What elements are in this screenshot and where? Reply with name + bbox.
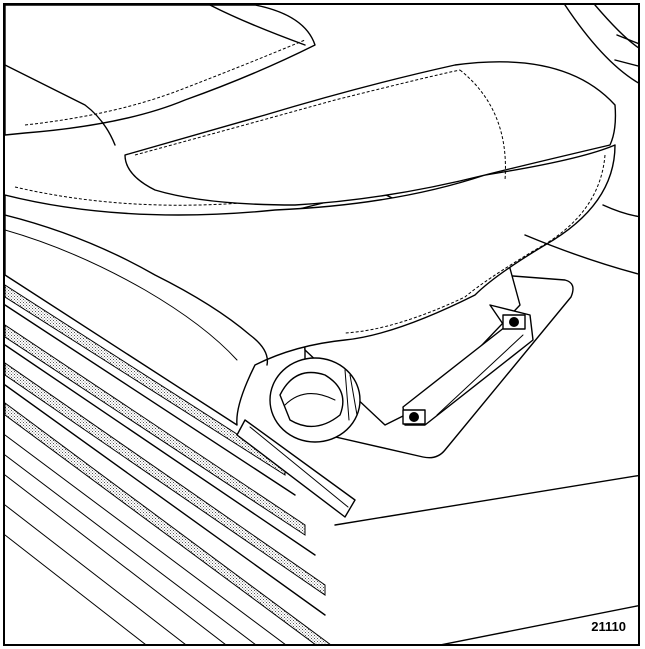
cushion-top [124,61,617,206]
seat-backrest [5,5,316,136]
illustration-frame: 21110 [3,3,640,646]
seat-cushion [5,144,616,426]
adjuster-knob [269,357,361,443]
seat-diagram [5,5,638,644]
mounting-bracket [402,304,534,426]
figure-reference-number: 21110 [591,619,626,634]
floor-edge [334,474,638,526]
floor-edge-lower [441,605,638,644]
side-trim [564,5,638,84]
bolt-icon [402,409,426,425]
seat-rail [236,419,356,518]
bolt-icon [502,314,526,330]
door-sill [5,284,331,644]
